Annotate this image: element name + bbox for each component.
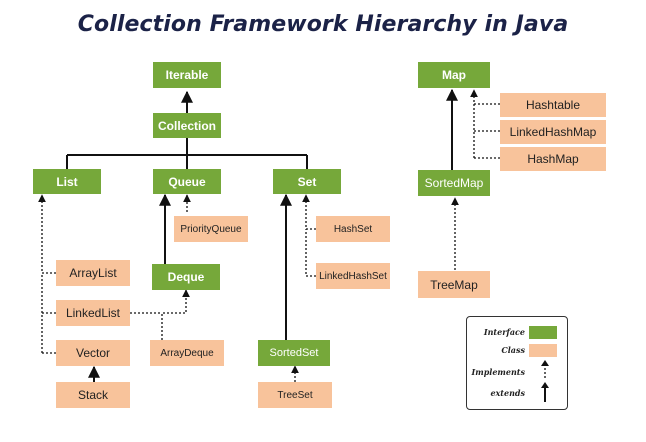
- legend-interface-label: Interface: [483, 327, 525, 337]
- node-hashset: HashSet: [316, 216, 390, 242]
- edge-linkedhashset-set: [305, 229, 316, 277]
- legend-class-label: Class: [501, 345, 525, 355]
- node-arraydeque: ArrayDeque: [150, 340, 224, 366]
- edge-list-implementations: [38, 194, 56, 274]
- legend-solid-arrow-icon: [541, 382, 549, 402]
- node-hashtable: Hashtable: [500, 93, 606, 117]
- node-linkedhashmap: LinkedHashMap: [500, 120, 606, 144]
- page-title: Collection Framework Hierarchy in Java: [77, 12, 569, 37]
- node-priorityqueue: PriorityQueue: [174, 216, 248, 242]
- legend-extends-label: extends: [490, 388, 525, 398]
- node-arraylist: ArrayList: [56, 260, 130, 286]
- legend-class-swatch: [529, 344, 557, 357]
- node-vector: Vector: [56, 340, 130, 366]
- legend: Interface Class Implements extends: [466, 316, 568, 410]
- node-linkedlist: LinkedList: [56, 300, 130, 326]
- node-map: Map: [418, 62, 490, 88]
- node-queue: Queue: [153, 169, 221, 194]
- node-linkedhashset: LinkedHashSet: [316, 263, 390, 289]
- node-stack: Stack: [56, 382, 130, 408]
- legend-dotted-arrow-icon: [541, 360, 549, 378]
- node-treemap: TreeMap: [418, 271, 490, 298]
- node-hashmap: HashMap: [500, 147, 606, 171]
- node-sortedmap: SortedMap: [418, 170, 490, 196]
- node-iterable: Iterable: [153, 62, 221, 88]
- edge-hashtable-map: [470, 89, 500, 105]
- node-collection: Collection: [153, 113, 221, 138]
- node-treeset: TreeSet: [258, 382, 332, 408]
- legend-interface-swatch: [529, 326, 557, 339]
- edge-arraydeque-deque: [161, 289, 190, 340]
- node-set: Set: [273, 169, 341, 194]
- node-list: List: [33, 169, 101, 194]
- node-sortedset: SortedSet: [258, 340, 330, 366]
- node-deque: Deque: [152, 264, 220, 290]
- edge-hashset-set: [302, 194, 316, 230]
- legend-implements-label: Implements: [471, 367, 526, 377]
